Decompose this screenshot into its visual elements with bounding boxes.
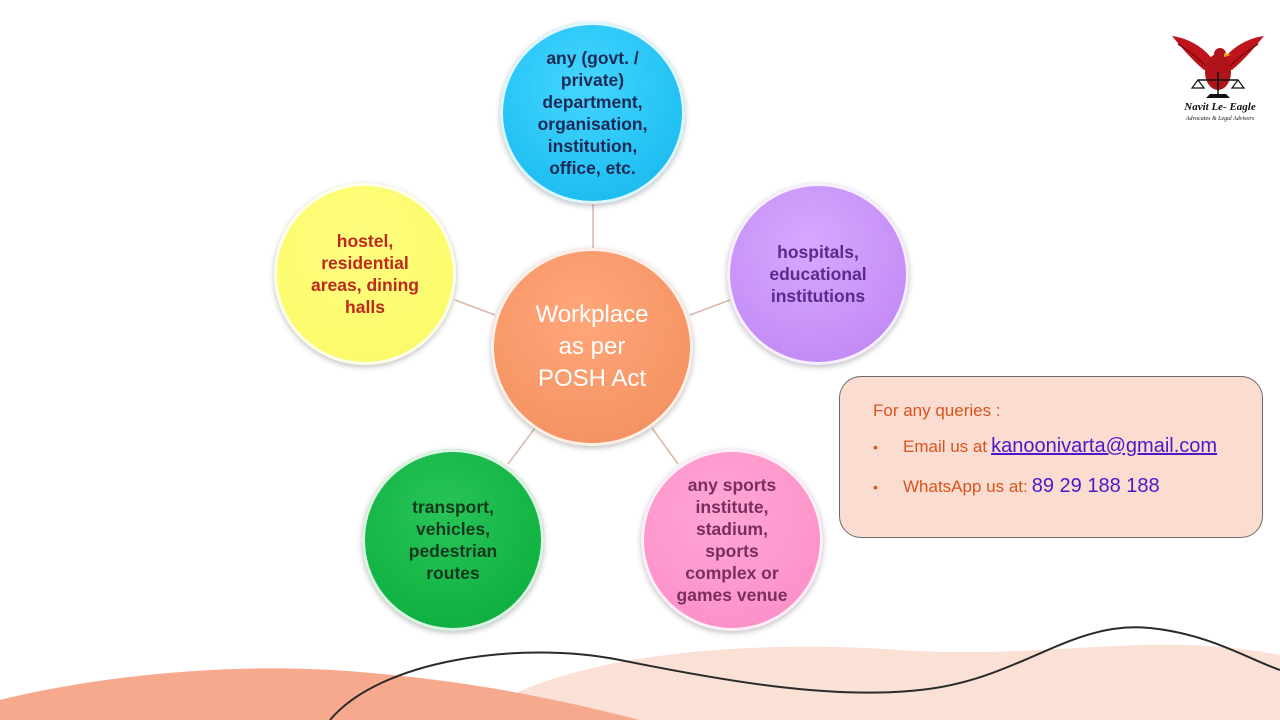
node-center-label: Workplace as per POSH Act	[535, 301, 649, 392]
eagle-logo-icon	[1172, 36, 1264, 98]
node-hostel-residential: hostel, residential areas, dining halls	[274, 183, 456, 365]
node-sports-venue: any sports institute, stadium, sports co…	[641, 449, 823, 631]
wave-line	[329, 626, 1280, 720]
node-left-label: hostel, residential areas, dining halls	[311, 231, 419, 317]
contact-box: For any queries : • Email us at kanooniv…	[839, 376, 1263, 538]
node-right-label: hospitals, educational institutions	[769, 242, 867, 306]
whatsapp-label: WhatsApp us at:	[903, 477, 1028, 496]
email-link[interactable]: kanoonivarta@gmail.com	[991, 435, 1218, 457]
node-top-label: any (govt. / private) department, organi…	[537, 48, 648, 178]
email-label: Email us at	[903, 437, 988, 456]
logo-name: Navit Le- Eagle	[1184, 101, 1256, 113]
node-bottom-right-label: any sports institute, stadium, sports co…	[676, 475, 788, 605]
node-hospitals-educational: hospitals, educational institutions	[727, 183, 909, 365]
bullet: •	[873, 439, 878, 455]
node-transport: transport, vehicles, pedestrian routes	[362, 449, 544, 631]
wave-salmon	[0, 668, 640, 720]
connector-right	[689, 299, 731, 316]
connector-left	[454, 299, 496, 316]
logo-tagline: Advocates & Legal Advisors	[1185, 116, 1255, 122]
contact-whatsapp-row: • WhatsApp us at: 89 29 188 188	[873, 475, 1160, 498]
whatsapp-number: 89 29 188 188	[1031, 475, 1160, 497]
node-center-workplace: Workplace as per POSH Act	[491, 248, 693, 446]
contact-title: For any queries :	[873, 401, 1001, 420]
node-government-private-department: any (govt. / private) department, organi…	[500, 22, 685, 204]
connector-bottom-left	[507, 427, 536, 465]
node-bottom-left-label: transport, vehicles, pedestrian routes	[408, 497, 498, 583]
connector-bottom-right	[651, 427, 679, 465]
contact-email-row: • Email us at kanoonivarta@gmail.com	[873, 435, 1217, 458]
bullet: •	[873, 479, 878, 495]
wave-light	[470, 644, 1280, 720]
